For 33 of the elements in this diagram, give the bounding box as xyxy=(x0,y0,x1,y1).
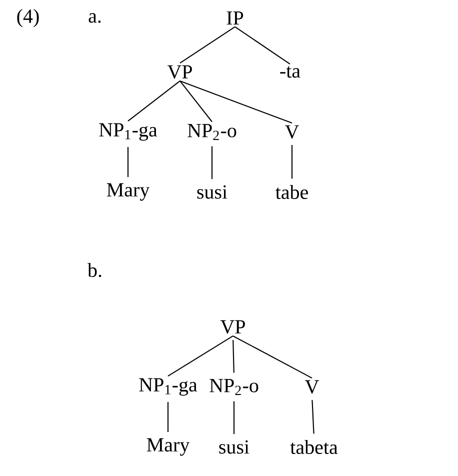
branch-line xyxy=(232,336,312,378)
branch-line xyxy=(180,80,292,124)
branch-line xyxy=(312,400,314,434)
branch-line xyxy=(180,80,212,122)
branch-line xyxy=(291,144,293,179)
branch-line xyxy=(180,26,236,64)
tree-label: tabeta xyxy=(290,440,338,454)
branch-line xyxy=(128,80,180,122)
tree-label: susi xyxy=(197,185,228,199)
branch-line xyxy=(127,146,129,178)
branch-line xyxy=(232,340,234,373)
branch-line xyxy=(233,401,235,434)
branch-line xyxy=(167,402,169,432)
tree-label: NP$_{1}$-ga xyxy=(99,123,158,141)
example-label: b. xyxy=(88,262,102,278)
tree-label: V xyxy=(305,380,319,394)
example-label: (4) xyxy=(17,8,39,28)
branch-line xyxy=(168,336,234,376)
branch-line xyxy=(211,146,213,180)
branch-line xyxy=(234,26,290,64)
tree-label: NP$_{2}$-o xyxy=(210,379,258,395)
tree-label: susi xyxy=(219,440,250,454)
tree-label: NP$_{1}$-ga xyxy=(139,378,198,396)
tree-label: IP xyxy=(226,11,244,25)
tree-label: VP xyxy=(220,320,245,334)
tree-label: -ta xyxy=(280,66,300,78)
example-label: a. xyxy=(88,13,101,23)
tree-label: V xyxy=(285,125,299,139)
tree-label: Mary xyxy=(146,438,190,456)
tree-label: VP xyxy=(167,65,192,79)
tree-label: NP$_{2}$-o xyxy=(188,124,236,140)
tree-label: tabe xyxy=(276,184,308,200)
tree-label: Mary xyxy=(106,183,150,201)
